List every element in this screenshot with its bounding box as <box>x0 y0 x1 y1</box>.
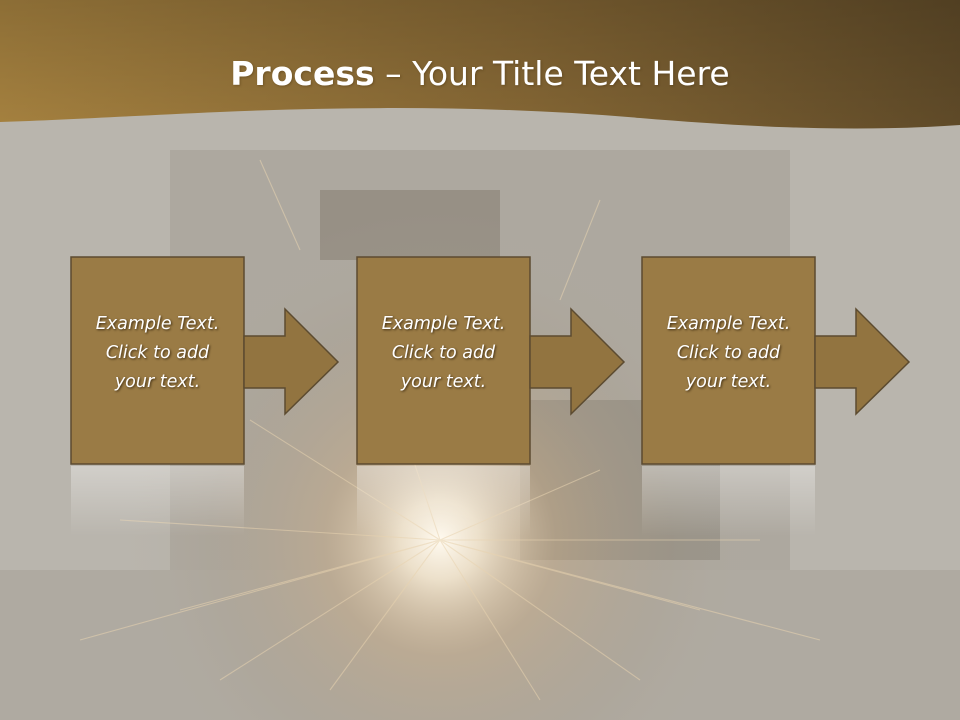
slide-title-rest: – Your Title Text Here <box>374 54 730 93</box>
step-text-line: your text. <box>685 372 772 392</box>
step-text-line: Click to add <box>391 343 496 363</box>
slide-title-bold: Process <box>230 54 375 93</box>
process-step-shape-3 <box>641 256 911 536</box>
step-text-line: Example Text. <box>95 314 220 334</box>
process-step-1[interactable]: Example Text. Click to add your text. <box>71 257 244 464</box>
process-step-shape-2 <box>356 256 626 536</box>
step-text-3[interactable]: Example Text. Click to add your text. <box>642 310 815 397</box>
process-step-3[interactable]: Example Text. Click to add your text. <box>642 257 815 464</box>
step-text-line: your text. <box>400 372 487 392</box>
step-text-line: Click to add <box>676 343 781 363</box>
step-text-line: Example Text. <box>666 314 791 334</box>
step-text-line: Click to add <box>105 343 210 363</box>
step-text-line: your text. <box>114 372 201 392</box>
slide-title[interactable]: Process – Your Title Text Here <box>0 52 960 96</box>
step-text-2[interactable]: Example Text. Click to add your text. <box>357 310 530 397</box>
step-text-line: Example Text. <box>381 314 506 334</box>
process-step-2[interactable]: Example Text. Click to add your text. <box>357 257 530 464</box>
step-text-1[interactable]: Example Text. Click to add your text. <box>71 310 244 397</box>
process-step-shape-1 <box>70 256 340 536</box>
